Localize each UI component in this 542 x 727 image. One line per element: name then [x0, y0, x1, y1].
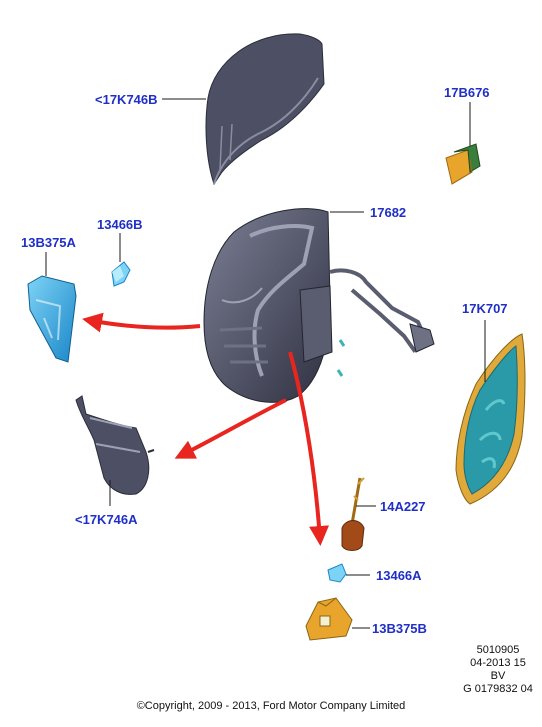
callout-label: 13B375B [372, 621, 427, 636]
callout-label: 17K707 [462, 301, 508, 316]
callout-label: 17B676 [444, 85, 490, 100]
lamp-13B375B [305, 597, 353, 641]
explode-arrow-down-left [174, 398, 287, 459]
explode-arrow-down [288, 351, 330, 546]
clip-part [445, 143, 481, 185]
mirror-glass [455, 333, 526, 505]
diagram-ref: G 0179832 04 [463, 683, 533, 695]
mirror-housing [203, 208, 435, 403]
diagram-variant: BV [490, 670, 506, 682]
callout-label: 13466B [97, 217, 143, 232]
explode-arrow-left [82, 312, 201, 333]
callout-label: 13466A [376, 568, 422, 583]
diagram-date: 04-2013 15 [470, 657, 526, 669]
wire-socket-14A227 [341, 477, 365, 551]
bulb-13466A [327, 563, 347, 583]
callout-label: 17682 [370, 205, 406, 220]
callout-label: <17K746A [75, 512, 138, 527]
bulb-13466B [111, 261, 131, 287]
copyright-notice: ©Copyright, 2009 - 2013, Ford Motor Comp… [136, 700, 406, 712]
diagram-reference-block: 5010905 04-2013 15 BV G 0179832 04 [458, 644, 538, 696]
lower-mirror-cover [75, 395, 155, 495]
upper-mirror-cover [205, 33, 325, 186]
diagram-code: 5010905 [476, 644, 520, 656]
callout-label: <17K746B [95, 92, 158, 107]
lamp-lens-13B375A [27, 275, 77, 363]
callout-label: 13B375A [21, 235, 77, 250]
callout-label: 14A227 [380, 499, 426, 514]
